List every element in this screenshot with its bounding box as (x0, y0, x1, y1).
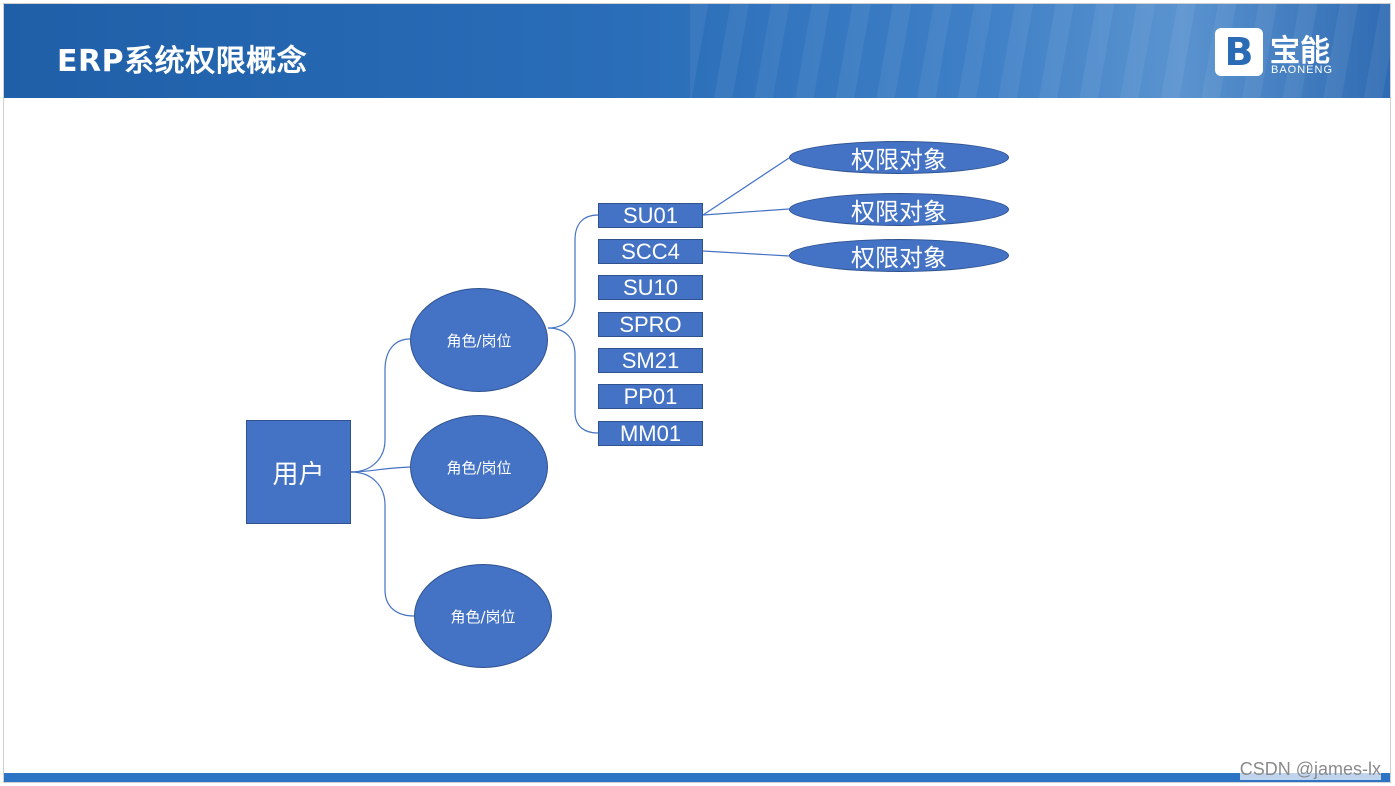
tcode-su01: SU01 (598, 203, 703, 228)
brace-role-tcodes-bottom (548, 328, 598, 433)
tcode-pp01: PP01 (598, 384, 703, 409)
connector-user-role-3 (351, 472, 414, 616)
connector-su01-obj2 (703, 209, 789, 215)
connector-su01-obj1 (703, 158, 789, 215)
connector-user-role-2 (351, 467, 410, 472)
role-node: 角色/岗位 (410, 415, 548, 519)
brace-user-roles (351, 339, 410, 472)
auth-object-node: 权限对象 (789, 193, 1009, 226)
brace-role-tcodes-top (548, 215, 598, 328)
role-node: 角色/岗位 (410, 288, 548, 392)
role-node: 角色/岗位 (414, 564, 552, 668)
csdn-watermark: CSDN @james-lx (1240, 759, 1381, 780)
tcode-su10: SU10 (598, 275, 703, 300)
connector-scc4-obj3 (703, 251, 789, 256)
auth-object-node: 权限对象 (789, 239, 1009, 272)
tcode-sm21: SM21 (598, 348, 703, 373)
tcode-scc4: SCC4 (598, 239, 703, 264)
user-node: 用户 (246, 420, 351, 524)
auth-object-node: 权限对象 (789, 141, 1009, 174)
tcode-mm01: MM01 (598, 421, 703, 446)
tcode-spro: SPRO (598, 312, 703, 337)
